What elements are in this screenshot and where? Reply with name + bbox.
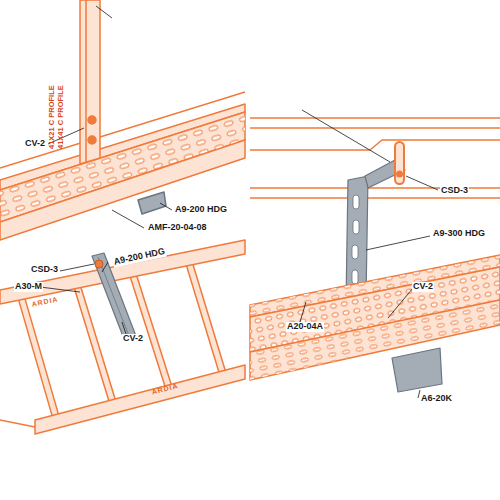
profile-label: 41X41 C PROFILE [57,84,65,150]
part-label: A6-20K [420,394,453,404]
right-panel [250,118,500,392]
part-label: A20-04A [286,322,324,332]
profile-label: 41X21 C PROFILE [48,84,56,150]
part-label: CSD-3 [440,186,469,196]
leader-lines [40,6,438,398]
part-label: A9-200 HDG [174,205,228,215]
part-label: CV-2 [412,282,434,292]
top-left-panel [0,0,245,240]
part-label: AMF-20-04-08 [147,223,208,233]
bottom-left-panel [0,240,245,434]
part-label: CV-2 [24,139,46,149]
part-label: A9-300 HDG [432,229,486,239]
part-label: CV-2 [122,334,144,344]
part-label: CSD-3 [30,265,59,275]
part-label: A30-M [14,282,43,292]
